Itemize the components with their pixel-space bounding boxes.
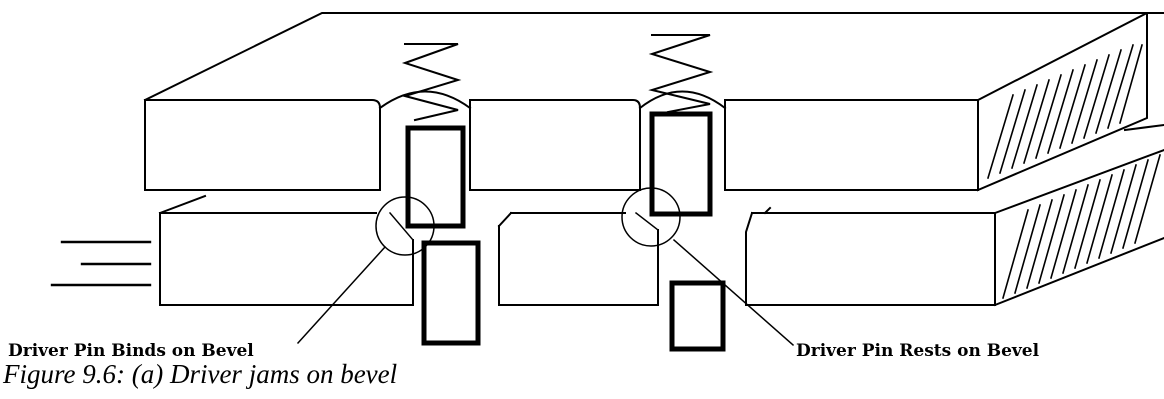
lower-side-hatching — [1002, 154, 1161, 299]
figure-caption: Figure 9.6: (a) Driver jams on bevel — [3, 359, 398, 389]
left-key-pin — [421, 240, 481, 346]
upper-housing-front-right — [724, 99, 979, 191]
upper-housing-top-face — [143, 12, 1148, 102]
left-callout-leader — [296, 245, 387, 345]
right-bevel-circle — [621, 187, 681, 247]
right-callout-label: Driver Pin Rests on Bevel — [796, 341, 1040, 361]
motion-lines — [50, 240, 152, 287]
right-callout-leader — [672, 238, 795, 347]
upper-housing-front-mid — [469, 99, 641, 191]
lower-plug-segment-right — [745, 211, 996, 306]
pins — [405, 111, 726, 352]
left-bore-arc — [378, 90, 472, 110]
right-spring — [648, 34, 714, 114]
lower-plug-segment-mid — [497, 211, 659, 306]
lower-plug-right-chamfer — [763, 206, 772, 215]
left-bevel-circle — [375, 196, 435, 256]
upper-housing — [143, 12, 1164, 192]
bevel-markers — [375, 187, 681, 256]
lower-plug-top-edge — [158, 194, 207, 215]
right-driver-pin — [649, 111, 713, 217]
upper-housing-side-face — [977, 12, 1164, 192]
upper-side-hatching — [987, 44, 1143, 179]
left-callout-label: Driver Pin Binds on Bevel — [8, 341, 254, 361]
lower-plug-side-face — [993, 123, 1164, 307]
right-bore-arc — [638, 90, 727, 110]
lower-plug-segment-left — [159, 212, 414, 306]
left-spring — [401, 43, 462, 122]
left-driver-pin — [405, 125, 466, 229]
right-key-pin — [669, 280, 726, 352]
upper-housing-front-left — [144, 99, 381, 191]
lower-plug — [50, 123, 1164, 307]
